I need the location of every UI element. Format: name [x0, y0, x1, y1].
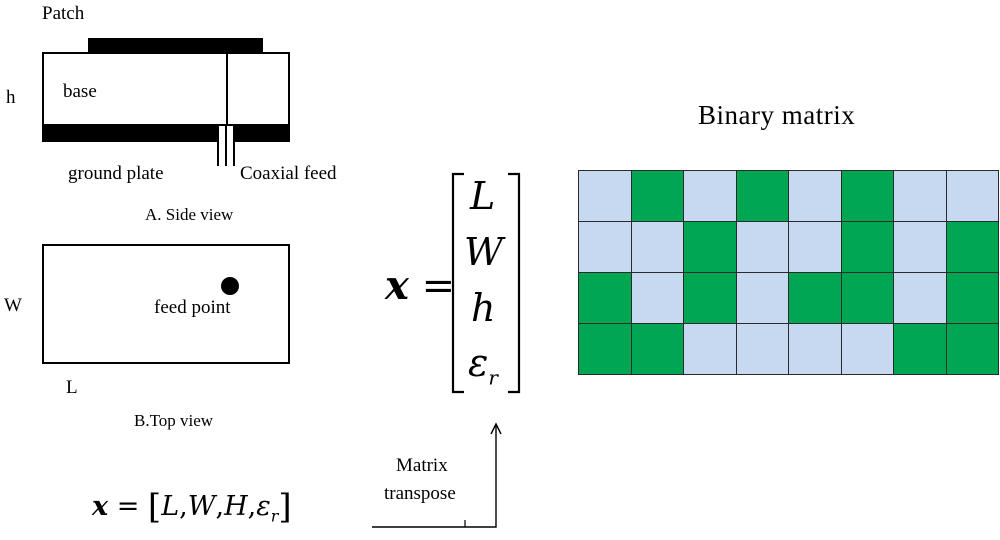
matrix-cell [630, 170, 684, 222]
matrix-cell [945, 272, 999, 324]
patch-strip [88, 38, 263, 53]
coaxial-feed-center [225, 126, 227, 166]
matrix-cell [735, 323, 789, 375]
column-vector-x: x [385, 262, 409, 309]
row-el-epsilon: ε [256, 491, 271, 522]
row-vector-eq: = [116, 491, 140, 522]
matrix-cell [683, 272, 737, 324]
matrix-cell [893, 170, 947, 222]
matrix-cell [683, 170, 737, 222]
ground-plate [42, 124, 290, 142]
feed-point-dot [221, 277, 239, 295]
matrix-cell [735, 221, 789, 273]
ground-plate-label: ground plate [68, 163, 164, 184]
matrix-cell [788, 221, 842, 273]
binary-matrix-grid [578, 170, 1000, 375]
matrix-cell [840, 221, 894, 273]
width-label: W [4, 295, 22, 316]
matrix-cell [840, 170, 894, 222]
column-bracket-left [451, 172, 464, 394]
row-bracket-left: [ [147, 487, 162, 527]
matrix-cell [788, 272, 842, 324]
matrix-cell [945, 221, 999, 273]
coaxial-feed-inner [226, 53, 228, 125]
height-label: h [6, 87, 16, 108]
substrate-base [42, 52, 290, 126]
matrix-cell [945, 323, 999, 375]
column-el-W: W [464, 230, 504, 274]
length-label: L [66, 377, 78, 398]
matrix-cell [578, 170, 632, 222]
row-el-epsilon-sub: r [270, 506, 279, 526]
column-el-epsilon: εr [468, 344, 498, 388]
column-epsilon: ε [468, 341, 489, 385]
matrix-cell [893, 272, 947, 324]
row-comma-3: , [247, 491, 257, 522]
matrix-cell [630, 221, 684, 273]
matrix-cell [683, 323, 737, 375]
matrix-cell [840, 323, 894, 375]
matrix-cell [630, 323, 684, 375]
column-el-h: h [471, 286, 496, 330]
row-el-W: W [187, 491, 216, 522]
patch-label: Patch [42, 3, 85, 24]
matrix-cell [578, 221, 632, 273]
top-view-caption: B.Top view [134, 411, 214, 430]
matrix-cell [578, 272, 632, 324]
binary-matrix-title: Binary matrix [698, 100, 856, 130]
column-epsilon-sub: r [488, 365, 498, 390]
row-el-H: H [224, 491, 248, 522]
row-comma-1: , [179, 491, 188, 522]
matrix-cell [735, 170, 789, 222]
row-el-L: L [161, 491, 180, 522]
patch-top-rect [42, 244, 290, 364]
row-vector-equation: x = [L,W,H,εr] [92, 490, 292, 524]
transpose-arrow [372, 422, 502, 528]
matrix-cell [893, 221, 947, 273]
matrix-cell [788, 323, 842, 375]
matrix-cell [788, 170, 842, 222]
matrix-cell [945, 170, 999, 222]
coaxial-feed-label: Coaxial feed [240, 163, 337, 184]
column-vector-eq: = [421, 263, 456, 309]
row-bracket-right: ] [278, 487, 292, 527]
matrix-cell [578, 323, 632, 375]
matrix-cell [735, 272, 789, 324]
column-bracket-right [508, 172, 521, 394]
column-el-L: L [470, 174, 496, 218]
transpose-line-2: transpose [384, 483, 456, 504]
feed-point-label: feed point [154, 297, 231, 318]
transpose-line-1: Matrix [396, 455, 448, 476]
matrix-cell [893, 323, 947, 375]
row-comma-2: , [215, 491, 225, 522]
matrix-cell [683, 221, 737, 273]
matrix-cell [840, 272, 894, 324]
row-vector-x: x [92, 491, 109, 522]
column-vector-lhs: x = [385, 263, 456, 309]
base-label: base [63, 81, 97, 102]
matrix-cell [630, 272, 684, 324]
side-view-caption: A. Side view [145, 205, 234, 224]
